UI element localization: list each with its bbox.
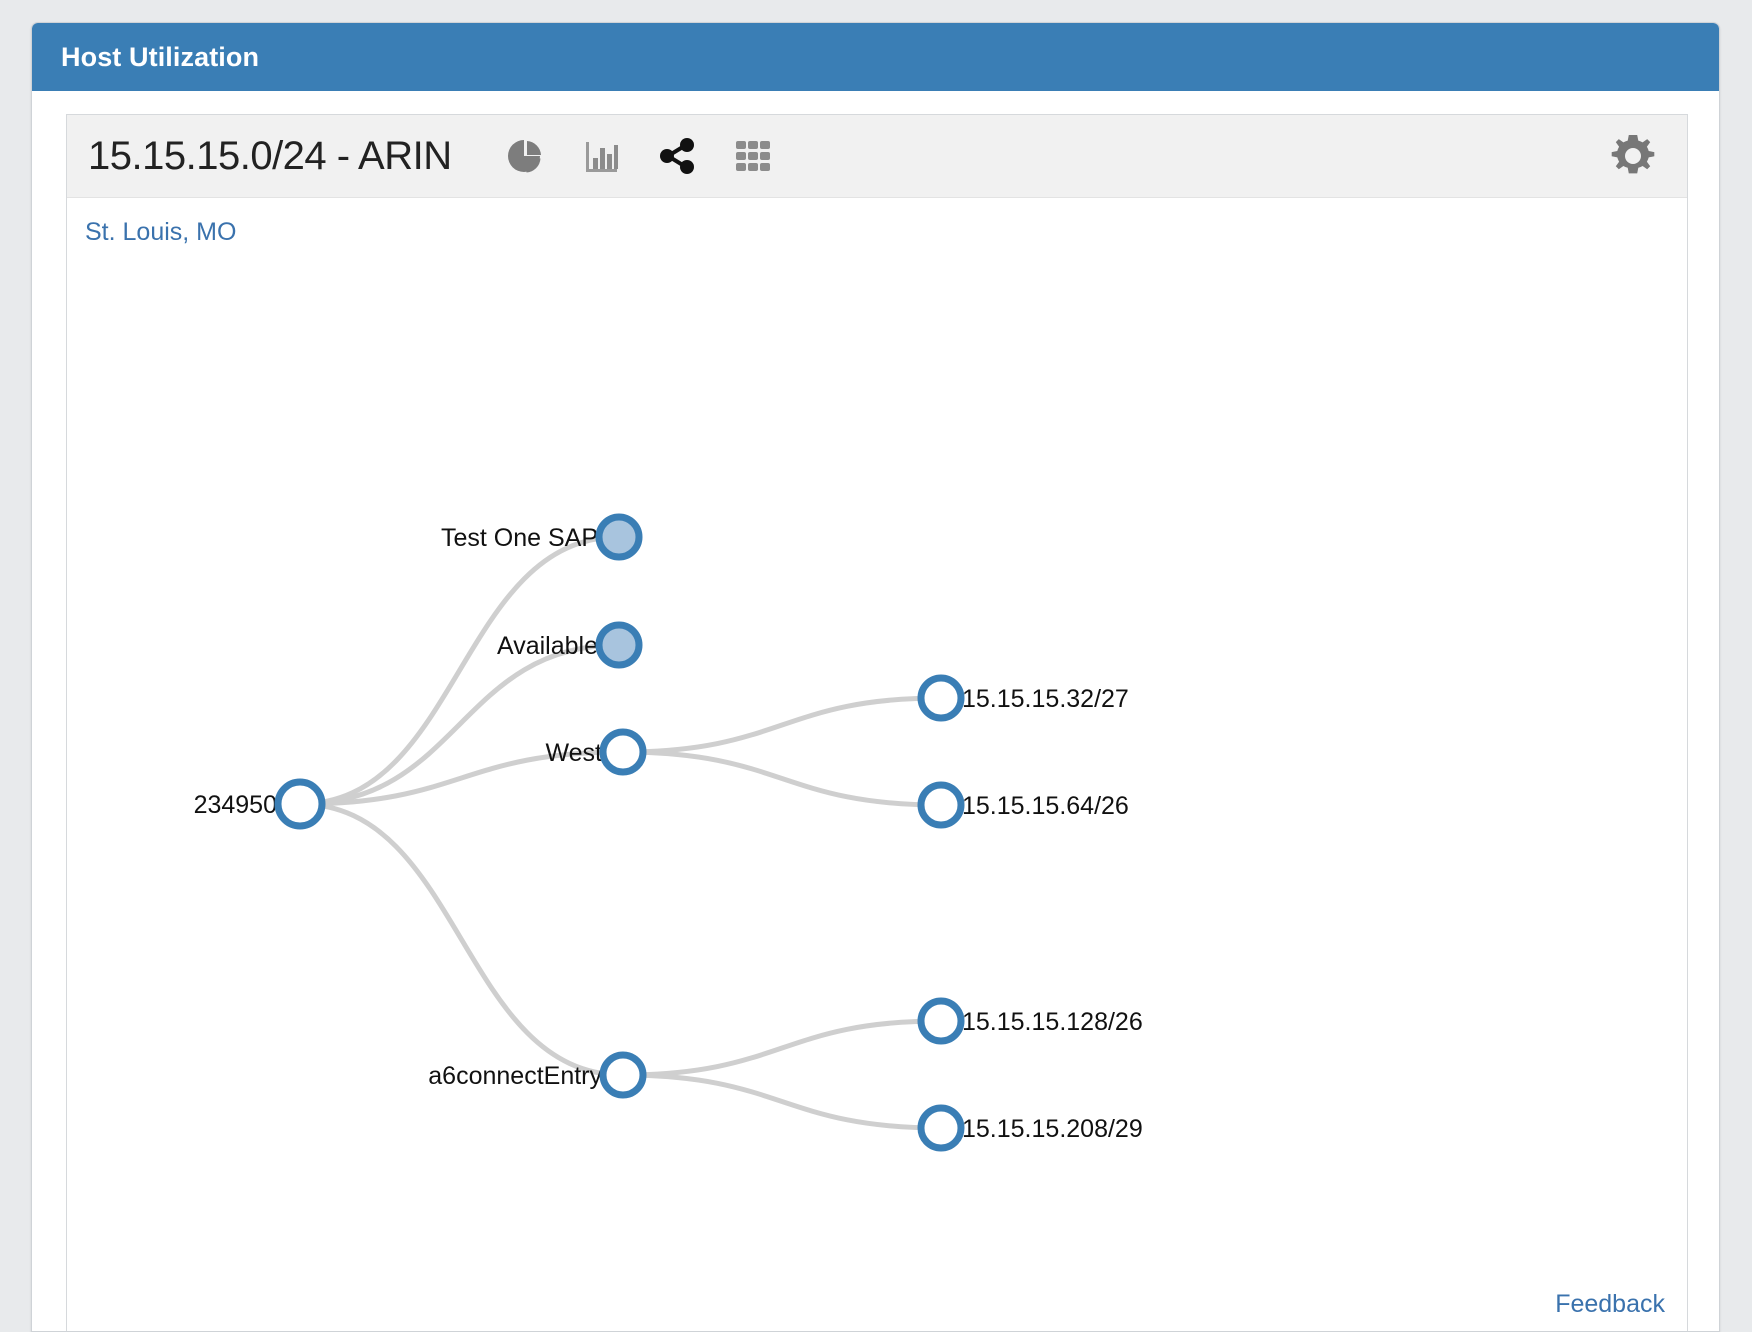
tree-node[interactable]: 15.15.15.208/29	[917, 1104, 1143, 1152]
tree-node-circle[interactable]	[917, 997, 965, 1045]
tree-node-label: 15.15.15.64/26	[962, 792, 1129, 820]
tree-links	[299, 534, 942, 1131]
tree-node[interactable]: a6connectEntry	[428, 1051, 647, 1099]
tree-link	[622, 1072, 942, 1131]
location-subtitle: St. Louis, MO	[85, 218, 237, 246]
tree-link	[299, 801, 624, 1078]
bar-chart-icon[interactable]	[580, 135, 622, 177]
host-utilization-panel: Host Utilization 15.15.15.0/24 - ARIN	[31, 22, 1720, 1332]
tree-node[interactable]: 234950	[194, 778, 326, 830]
grid-icon[interactable]	[732, 135, 774, 177]
tree-node-circle[interactable]	[595, 513, 643, 561]
tree-node-label: a6connectEntry	[428, 1062, 602, 1090]
tree-node-circle[interactable]	[274, 778, 326, 830]
tree-node-label: 15.15.15.128/26	[962, 1008, 1143, 1036]
tree-node[interactable]: West	[546, 728, 647, 776]
pie-chart-icon[interactable]	[504, 135, 546, 177]
tree-link	[622, 695, 942, 755]
tree-node-label: West	[546, 739, 603, 767]
tree-link	[622, 1018, 942, 1078]
network-block-card: 15.15.15.0/24 - ARIN	[66, 114, 1688, 1331]
tree-node-circle[interactable]	[917, 674, 965, 722]
tree-node-label: 15.15.15.32/27	[962, 685, 1129, 713]
feedback-link[interactable]: Feedback	[1555, 1290, 1665, 1318]
block-title: 15.15.15.0/24 - ARIN	[88, 133, 452, 178]
tree-node[interactable]: 15.15.15.128/26	[917, 997, 1143, 1045]
tree-node-label: Test One SAP	[441, 524, 598, 552]
tree-node-label: Available	[497, 632, 598, 660]
tree-node-label: 234950	[194, 791, 277, 819]
tree-link	[299, 749, 624, 807]
tree-node-label: 15.15.15.208/29	[962, 1115, 1143, 1143]
tree-link	[622, 749, 942, 808]
tree-node-circle[interactable]	[917, 781, 965, 829]
tree-node-circle[interactable]	[595, 621, 643, 669]
tree-node[interactable]: 15.15.15.32/27	[917, 674, 1129, 722]
feedback-row: Feedback	[1555, 1290, 1665, 1319]
tree-node[interactable]: Available	[497, 621, 643, 669]
tree-node-circle[interactable]	[599, 1051, 647, 1099]
tree-node-circle[interactable]	[917, 1104, 965, 1152]
share-icon[interactable]	[656, 135, 698, 177]
page-title: Host Utilization	[61, 41, 260, 72]
tree-node[interactable]: Test One SAP	[441, 513, 643, 561]
card-toolbar: 15.15.15.0/24 - ARIN	[67, 115, 1687, 198]
gear-icon[interactable]	[1607, 130, 1659, 182]
tree-node-circle[interactable]	[599, 728, 647, 776]
view-mode-icons	[504, 135, 774, 177]
tree-link	[299, 642, 620, 807]
panel-header: Host Utilization	[32, 23, 1719, 91]
tree-link	[299, 534, 620, 807]
tree-node[interactable]: 15.15.15.64/26	[917, 781, 1129, 829]
